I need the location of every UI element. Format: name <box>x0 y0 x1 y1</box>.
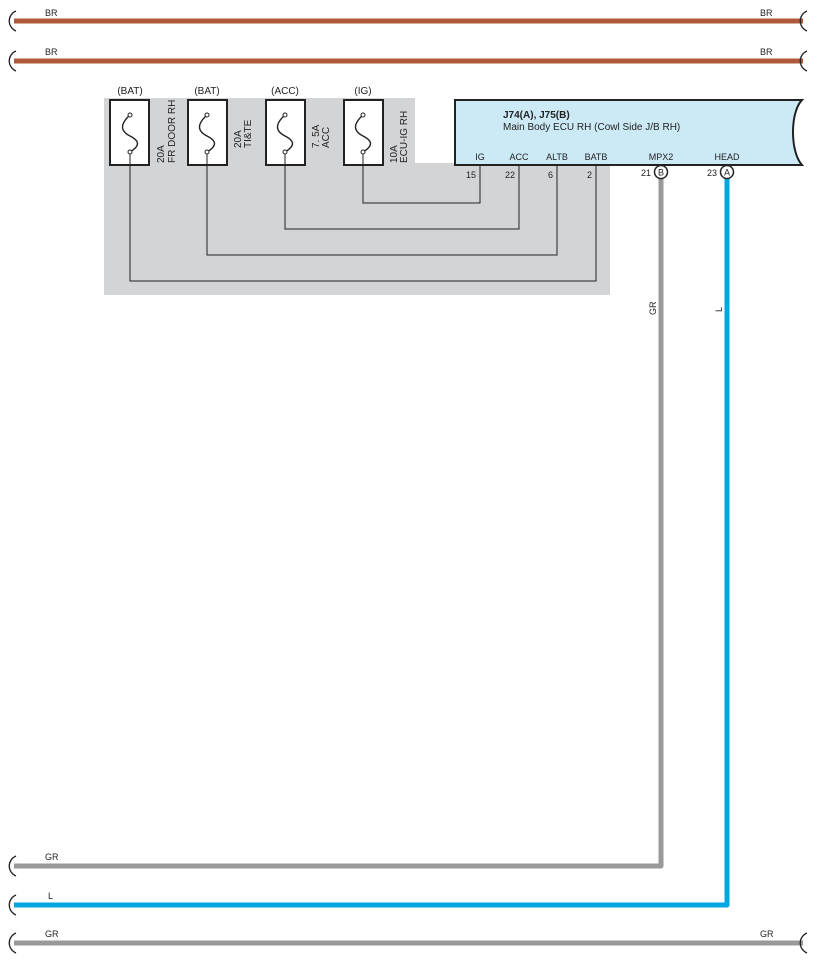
fuse-name: FR DOOR RH <box>167 100 178 163</box>
wire-gr-mpx2: GR <box>14 178 664 869</box>
connector-letter: A <box>724 168 730 178</box>
bottom-wire-gr-1: GR <box>8 852 59 877</box>
wire-code-left: BR <box>45 47 58 57</box>
terminal-name: ALTB <box>546 152 568 162</box>
fuse-name: TI&TE <box>243 119 254 148</box>
connector-letter: B <box>658 168 664 178</box>
wire-ig <box>362 154 481 204</box>
ecu-box <box>454 99 805 166</box>
wire-l <box>14 178 730 908</box>
wire-break-right-icon <box>799 10 808 32</box>
terminal-pin: 22 <box>505 170 515 180</box>
wire-altb <box>206 154 558 256</box>
terminal-name: ACC <box>509 152 529 162</box>
wire-break-left-icon <box>8 932 17 954</box>
terminal-pin: 15 <box>466 170 476 180</box>
fuse-rating: 10A <box>389 145 400 163</box>
fuse-source: (BAT) <box>194 86 219 97</box>
wire-break-right-icon <box>799 932 808 954</box>
fuse-ecu-ig-rh: (IG) 10A ECU-IG RH <box>343 86 410 166</box>
fuse-icon <box>121 114 139 153</box>
wire-code-right: BR <box>760 47 773 57</box>
wire-code-left: L <box>48 891 53 901</box>
wire-code-left: BR <box>45 8 58 18</box>
wire-break-left-icon <box>8 894 17 916</box>
junction-block-area <box>104 98 610 295</box>
fuse-rating: 7. 5A <box>311 124 322 148</box>
ecu-name: Main Body ECU RH (Cowl Side J/B RH) <box>503 122 680 133</box>
fuse-icon <box>198 114 216 153</box>
terminal-pin: 2 <box>587 170 592 180</box>
terminal-name: BATB <box>585 152 608 162</box>
bottom-wire-gr-2: GR GR <box>8 929 808 954</box>
fuse-icon <box>276 114 294 153</box>
terminal-name: HEAD <box>714 152 740 162</box>
fuse-fr-door-rh: (BAT) 20A FR DOOR RH <box>109 86 178 166</box>
wire-code: L <box>714 307 724 312</box>
wire-code: GR <box>648 301 658 315</box>
wire-code-left: GR <box>45 852 59 862</box>
fuse-source: (IG) <box>354 86 371 97</box>
fuse-rating: 20A <box>156 145 167 163</box>
wire-break-left-icon <box>8 10 17 32</box>
terminal-name: IG <box>475 152 485 162</box>
ecu-connector-id: J74(A), J75(B) <box>503 110 570 121</box>
terminal-pin: 21 <box>641 168 651 178</box>
fuse-name: ECU-IG RH <box>399 111 410 163</box>
terminal-name: MPX2 <box>649 152 674 162</box>
top-wire-1: BR BR <box>8 8 808 32</box>
top-wire-2: BR BR <box>8 47 808 72</box>
fuse-source: (BAT) <box>117 86 142 97</box>
wire-acc <box>284 154 520 230</box>
fuse-source: (ACC) <box>271 86 299 97</box>
wire-batb <box>129 154 597 282</box>
wire-gr <box>14 178 664 869</box>
connector-b-marker: B <box>653 164 669 180</box>
fuse-rating: 20A <box>233 130 244 148</box>
wire-l-head: L <box>14 178 730 908</box>
wire-code-right: GR <box>760 929 774 939</box>
fuse-icon <box>354 114 372 153</box>
bottom-wire-l: L <box>8 891 53 916</box>
wire-break-left-icon <box>8 855 17 877</box>
terminal-pin: 23 <box>707 168 717 178</box>
wire-code-right: BR <box>760 8 773 18</box>
wire-break-right-icon <box>799 50 808 72</box>
fuse-name: ACC <box>321 127 332 148</box>
wire-code-left: GR <box>45 929 59 939</box>
connector-a-marker: A <box>719 164 735 180</box>
wire-break-left-icon <box>8 50 17 72</box>
ecu-main-body-rh: J74(A), J75(B) Main Body ECU RH (Cowl Si… <box>454 99 805 180</box>
terminal-pin: 6 <box>548 170 553 180</box>
jb-internal-wiring <box>129 154 597 282</box>
